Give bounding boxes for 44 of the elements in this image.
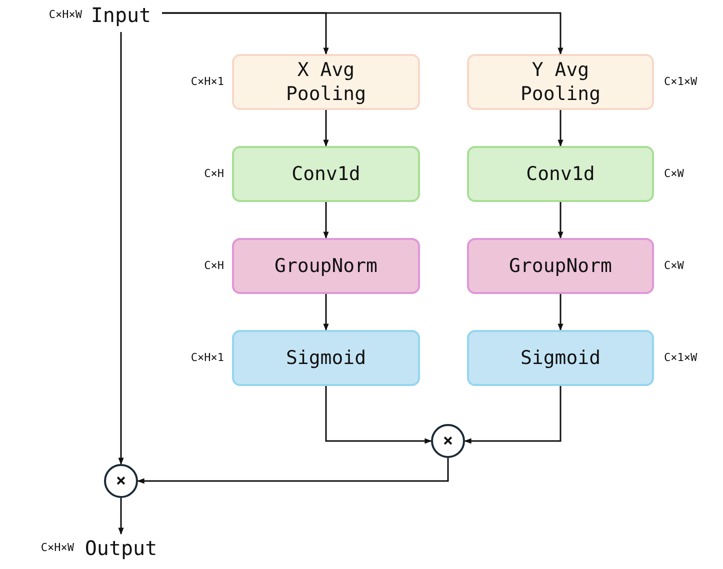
multiply-circle [431,424,465,458]
shape-label: C×H [204,259,224,273]
process-box [467,54,654,110]
process-box [232,238,420,294]
shape-label: C×W [664,259,684,273]
shape-label: C×H×W [48,8,82,22]
process-box [232,146,420,202]
box-label: Sigmoid [284,346,368,370]
terminal-label: Output [84,536,158,560]
arrow [118,32,124,465]
terminal-label: Input [90,3,152,27]
arrow [464,386,562,444]
arrow [558,110,564,147]
shape-label: C×1×W [664,75,698,89]
shape-label: C×H×W [40,541,74,555]
shape-label: C×1×W [664,351,698,365]
shape-label: C×H [204,167,224,181]
arrow [323,110,329,147]
process-box [467,330,654,386]
multiply-circle [104,464,138,498]
box-label: Conv1d [290,162,362,186]
arrow [137,458,449,484]
multiply-sign: × [116,472,126,490]
arrow [325,386,432,444]
arrow [558,294,564,331]
box-label: Sigmoid [519,346,602,370]
process-box [232,54,420,110]
box-label: X Avg Pooling [284,58,368,106]
shape-label: C×H×1 [190,75,224,89]
shape-label: C×H×1 [190,351,224,365]
multiply-sign: × [442,432,454,450]
arrow [118,498,124,535]
arrow [323,294,329,331]
shape-label: C×W [664,167,684,181]
box-label: Conv1d [525,162,596,186]
arrow [162,12,564,55]
box-label: GroupNorm [508,254,613,278]
process-box [467,146,654,202]
box-label: Y Avg Pooling [519,58,602,106]
box-label: GroupNorm [274,254,378,278]
process-box [467,238,654,294]
arrow [323,202,329,239]
arrow [558,202,564,239]
process-box [232,330,420,386]
